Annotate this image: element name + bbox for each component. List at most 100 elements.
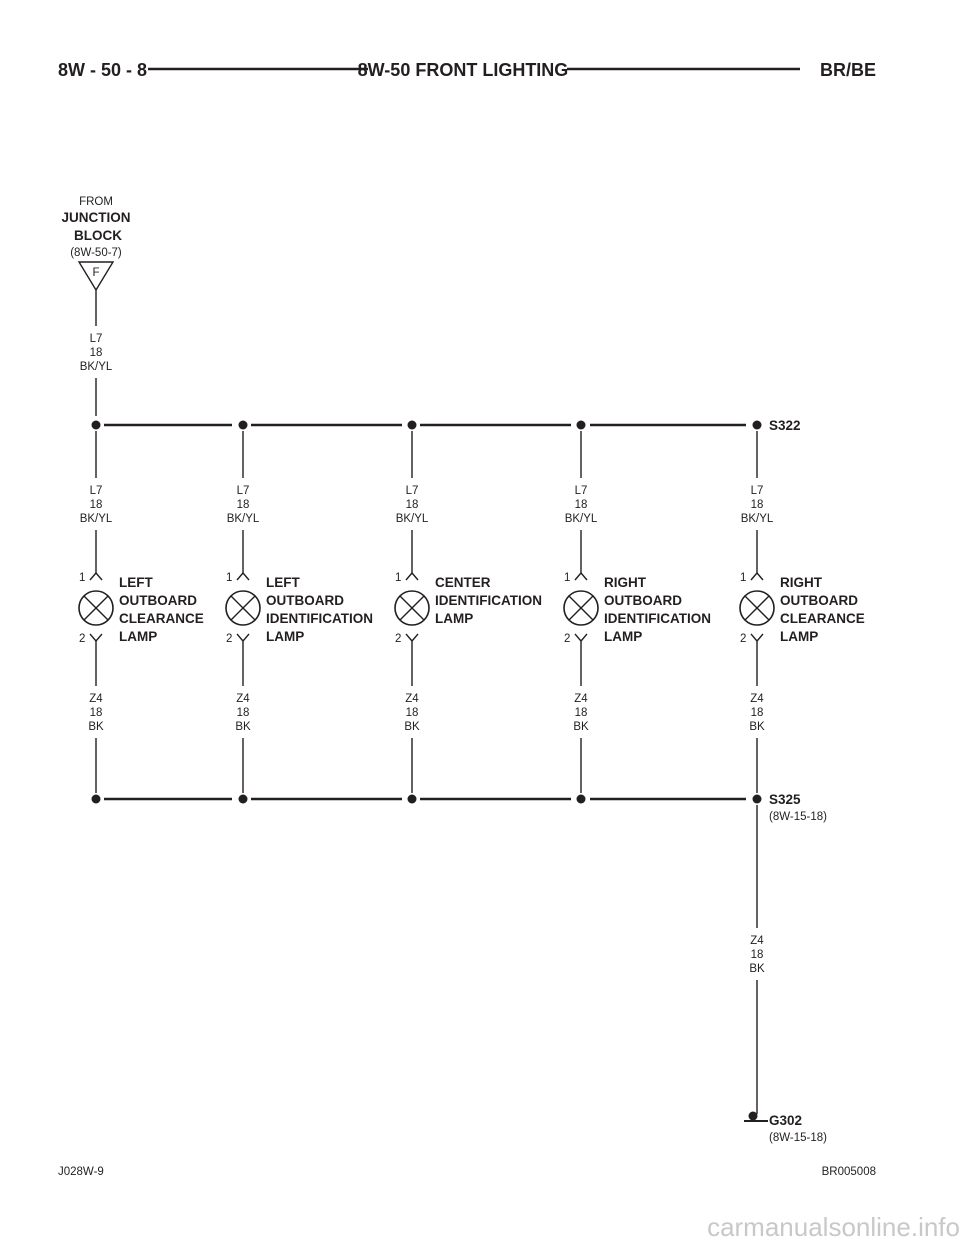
pin-1-label: 1 [740,572,746,584]
ground-wire-gauge: 18 [751,949,764,961]
ground-branch-color: BK [573,721,589,733]
terminal-pin2-icon [89,633,103,643]
ground-g302-label: G302 [769,1113,802,1128]
feed-wire-circuit: L7 [90,485,103,497]
ground-branch-color: BK [88,721,104,733]
terminal-pin2-icon [236,633,250,643]
feed-wire-color: BK/YL [227,513,260,525]
lamp-group: L718BK/YL12LEFTOUTBOARDCLEARANCELAMPZ418… [78,431,865,793]
page-title: 8W-50 FRONT LIGHTING [358,60,569,80]
lamp-name-line: OUTBOARD [266,593,344,608]
lamp-branch: L718BK/YL12LEFTOUTBOARDIDENTIFICATIONLAM… [225,431,373,793]
feed-wire-gauge: 18 [751,499,764,511]
ground-dot-icon [748,1111,758,1121]
lamp-name-line: OUTBOARD [780,593,858,608]
splice-dot-icon [91,420,101,430]
junction-block-source: FROM JUNCTION BLOCK (8W-50-7) F L7 18 BK… [61,196,131,416]
lamp-branch: L718BK/YL12RIGHTOUTBOARDCLEARANCELAMPZ41… [739,431,865,793]
ground-branch-color: BK [235,721,251,733]
splice-dot-icon [238,794,248,804]
pin-1-label: 1 [564,572,570,584]
page-footer: J028W-9 BR005008 [58,1166,876,1178]
ground-branch-color: BK [404,721,420,733]
source-wire-gauge: 18 [90,347,103,359]
pin-1-label: 1 [79,572,85,584]
page-number: 8W - 50 - 8 [58,60,147,80]
lamp-name-line: OUTBOARD [119,593,197,608]
pin-2-label: 2 [564,633,570,645]
terminal-pin1-icon [236,571,250,581]
feed-wire-color: BK/YL [565,513,598,525]
ground-branch-gauge: 18 [237,707,250,719]
pin-2-label: 2 [226,633,232,645]
source-wire-color: BK/YL [80,361,113,373]
splice-s325-bus: S325 (8W-15-18) [91,792,827,823]
splice-dot-icon [407,794,417,804]
connector-triangle-icon [77,261,115,292]
pin-2-label: 2 [79,633,85,645]
lamp-branch: L718BK/YL12RIGHTOUTBOARDIDENTIFICATIONLA… [563,431,711,793]
ground-branch-circuit: Z4 [89,693,103,705]
lamp-name-line: IDENTIFICATION [266,611,373,626]
ground-wire: Z4 18 BK [749,805,765,1114]
feed-wire-color: BK/YL [80,513,113,525]
junction-block-ref: (8W-50-7) [70,247,122,259]
ground-g302: G302 (8W-15-18) [744,1111,827,1144]
feed-wire-circuit: L7 [751,485,764,497]
splice-s325-label: S325 [769,792,801,807]
ground-wire-color: BK [749,963,765,975]
terminal-pin2-icon [574,633,588,643]
lamp-name-line: RIGHT [780,575,823,590]
lamp-name-line: LEFT [266,575,300,590]
source-wire-circuit: L7 [90,333,103,345]
splice-dot-icon [238,420,248,430]
watermark: carmanualsonline.info [707,1212,960,1242]
junction-block-name-line1: JUNCTION [61,210,130,225]
splice-dot-icon [576,420,586,430]
lamp-cross-icon [744,595,770,621]
feed-wire-color: BK/YL [396,513,429,525]
ground-branch-color: BK [749,721,765,733]
lamp-name-line: IDENTIFICATION [435,593,542,608]
junction-block-name-line2: BLOCK [74,228,122,243]
lamp-cross-icon [83,595,109,621]
ground-branch-gauge: 18 [406,707,419,719]
lamp-name-line: LAMP [604,629,642,644]
terminal-pin1-icon [574,571,588,581]
terminal-pin2-icon [750,633,764,643]
lamp-name-line: LAMP [435,611,473,626]
splice-s322-label: S322 [769,418,801,433]
feed-wire-gauge: 18 [406,499,419,511]
ground-branch-circuit: Z4 [236,693,250,705]
splice-s325-ref: (8W-15-18) [769,811,827,823]
ground-wire-circuit: Z4 [750,935,764,947]
lamp-name-line: IDENTIFICATION [604,611,711,626]
ground-branch-circuit: Z4 [574,693,588,705]
feed-wire-gauge: 18 [575,499,588,511]
terminal-pin1-icon [405,571,419,581]
pin-2-label: 2 [740,633,746,645]
figure-code: J028W-9 [58,1166,104,1178]
drawing-number: BR005008 [822,1166,876,1178]
lamp-branch: L718BK/YL12LEFTOUTBOARDCLEARANCELAMPZ418… [78,431,204,793]
lamp-name-line: CLEARANCE [780,611,865,626]
lamp-name-line: OUTBOARD [604,593,682,608]
splice-dot-icon [91,794,101,804]
terminal-pin1-icon [750,571,764,581]
pin-1-label: 1 [226,572,232,584]
ground-branch-gauge: 18 [751,707,764,719]
terminal-pin1-icon [89,571,103,581]
lamp-name-line: LAMP [119,629,157,644]
lamp-cross-icon [230,595,256,621]
ground-branch-gauge: 18 [90,707,103,719]
feed-wire-circuit: L7 [575,485,588,497]
splice-s322-bus: S322 [91,418,801,433]
lamp-cross-icon [568,595,594,621]
connector-pin: F [92,267,99,279]
ground-branch-gauge: 18 [575,707,588,719]
lamp-branch: L718BK/YL12CENTERIDENTIFICATIONLAMPZ418B… [394,431,542,793]
splice-dot-icon [752,794,762,804]
terminal-pin2-icon [405,633,419,643]
pin-1-label: 1 [395,572,401,584]
feed-wire-gauge: 18 [237,499,250,511]
